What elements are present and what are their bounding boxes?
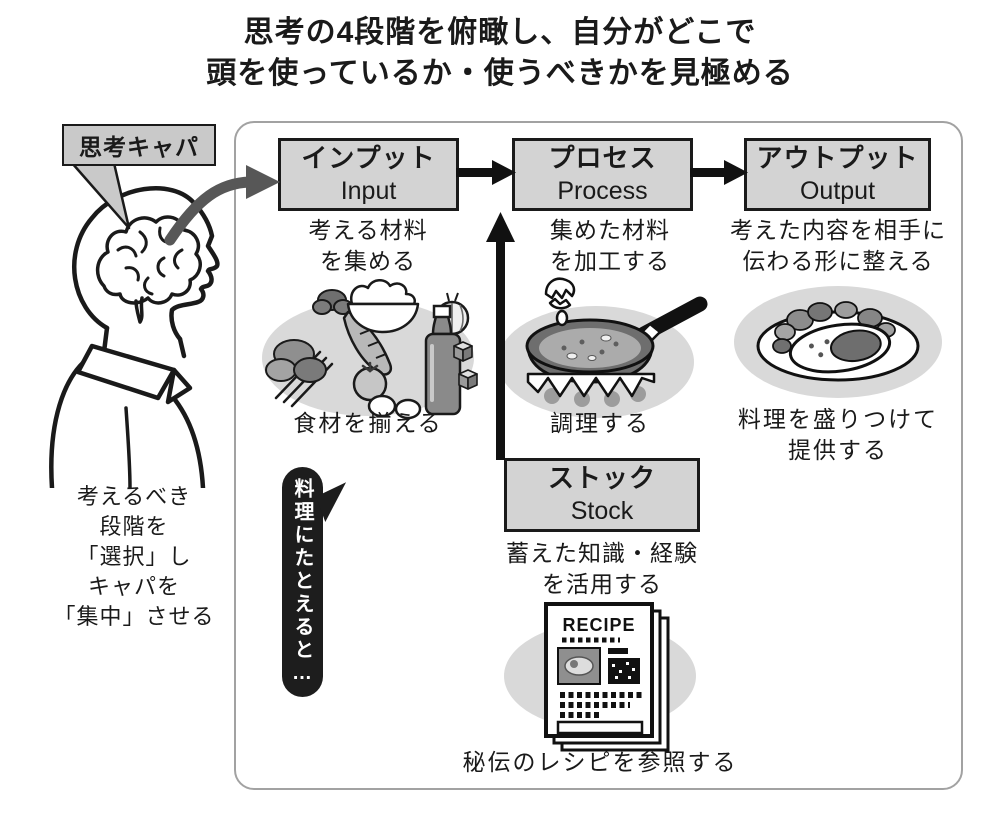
recipe-illustration: RECIPE	[504, 602, 696, 752]
parsley-icon	[312, 289, 353, 315]
caption-output-line1: 料理を盛りつけて	[737, 406, 939, 432]
stage-input-jp: インプット	[301, 142, 436, 173]
pan-food	[539, 328, 641, 368]
page-title: 思考の4段階を俯瞰し、自分がどこで 頭を使っているか・使うべきかを見極める	[0, 12, 1000, 94]
frying-pan-illustration	[498, 277, 708, 418]
desc-stock-line1: 蓄えた知識・経験	[506, 540, 698, 566]
note-line1: 考えるべき	[76, 484, 192, 509]
pan-food-bits	[561, 334, 619, 361]
stage-process-jp: プロセス	[548, 142, 657, 173]
thinking-capacity-label-text: 思考キャパ	[79, 134, 199, 160]
recipe-photo	[557, 647, 601, 685]
stage-box-output: アウトプット Output	[744, 138, 931, 211]
desc-input-line1: 考える材料	[308, 217, 428, 243]
caption-process: 調理する	[510, 408, 690, 439]
caption-stock: 秘伝のレシピを参照する	[448, 747, 752, 778]
desc-process: 集めた材料 を加工する	[520, 215, 700, 277]
recipe-text-rows	[560, 692, 644, 718]
stage-box-input: インプット Input	[278, 138, 459, 211]
stage-input-en: Input	[340, 176, 397, 205]
stage-stock-en: Stock	[570, 497, 634, 525]
note-line2: 段階を	[99, 514, 169, 539]
desc-process-line2: を加工する	[550, 248, 670, 274]
note-line3: 「選択」し	[76, 544, 192, 569]
page-title-line2: 頭を使っているか・使うべきかを見極める	[206, 57, 794, 90]
desc-output-line1: 考えた内容を相手に	[730, 217, 946, 243]
analogy-bubble: 料理にたとえると…	[282, 467, 323, 697]
stage-stock-jp: ストック	[547, 463, 656, 493]
analogy-bubble-text: 料理にたとえると…	[291, 477, 313, 687]
desc-input-line2: を集める	[320, 248, 416, 274]
ingredients-illustration	[262, 279, 478, 420]
note-line4: キャパを	[87, 574, 180, 599]
desc-process-line1: 集めた材料	[550, 217, 670, 243]
recipe-title-text: RECIPE	[562, 615, 635, 635]
plated-dish-illustration	[734, 286, 942, 398]
thinking-capacity-label: 思考キャパ	[62, 124, 216, 166]
caption-process-line1: 調理する	[550, 410, 650, 436]
caption-stock-line1: 秘伝のレシピを参照する	[462, 749, 738, 775]
caption-output: 料理を盛りつけて 提供する	[722, 404, 954, 466]
rice-bowl-icon	[346, 279, 420, 334]
person-illustration	[49, 186, 220, 488]
caption-input-line1: 食材を揃える	[293, 410, 443, 436]
page-title-line1: 思考の4段階を俯瞰し、自分がどこで	[243, 16, 757, 49]
desc-output-line2: 伝わる形に整える	[742, 248, 934, 274]
eggs-icon	[367, 394, 422, 420]
salad-icon	[772, 301, 896, 354]
stage-process-en: Process	[557, 176, 648, 205]
note-line5: 「集中」させる	[53, 604, 215, 629]
desc-stock: 蓄えた知識・経験 を活用する	[497, 538, 707, 600]
stage-output-jp: アウトプット	[756, 142, 919, 173]
caption-input: 食材を揃える	[268, 408, 468, 439]
desc-output: 考えた内容を相手に 伝わる形に整える	[722, 215, 954, 277]
cracked-egg-icon	[544, 277, 576, 327]
caption-output-line2: 提供する	[788, 437, 888, 463]
stage-box-stock: ストック Stock	[504, 458, 700, 532]
selection-focus-note: 考えるべき 段階を 「選択」し キャパを 「集中」させる	[28, 482, 240, 632]
desc-input: 考える材料 を集める	[270, 215, 466, 277]
recipe-barcode-block	[608, 648, 640, 684]
lettuce-icon	[265, 339, 334, 408]
person-body	[49, 343, 206, 488]
bottle-icon	[424, 304, 462, 416]
stage-box-process: プロセス Process	[512, 138, 693, 211]
desc-stock-line2: を活用する	[542, 571, 662, 597]
flame-band	[526, 372, 656, 398]
omelet-icon	[788, 322, 892, 374]
stage-output-en: Output	[799, 176, 876, 205]
recipe-bottom-bar	[556, 720, 644, 735]
tofu-cubes-icon	[453, 341, 478, 390]
